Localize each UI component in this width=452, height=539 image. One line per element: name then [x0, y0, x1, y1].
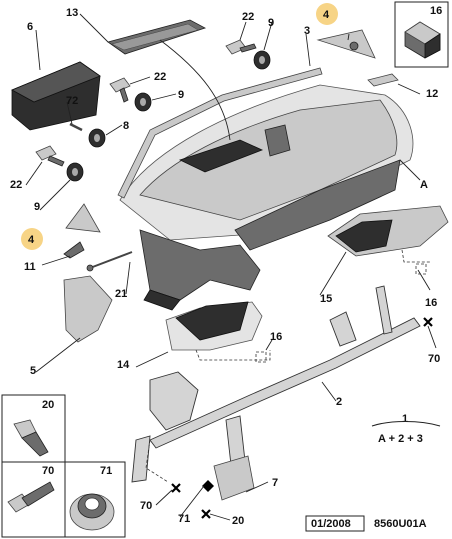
corner-trim-4-left	[65, 203, 101, 233]
marker-70-cross-lower	[171, 483, 181, 493]
callout-22-top: 22	[242, 11, 254, 23]
cross-car-beam-2	[131, 285, 421, 501]
inset-box-20: 20	[1, 394, 66, 463]
glovebox-14	[165, 301, 263, 351]
callout-16-lower: 16	[270, 331, 282, 343]
windshield-trim-strip	[117, 67, 323, 199]
callout-6: 6	[27, 21, 33, 33]
pin-72	[69, 122, 83, 132]
callout-5: 5	[30, 365, 36, 377]
fastener-16-icon	[404, 21, 441, 59]
marker-71-diamond	[202, 480, 214, 492]
callout-4-top: 4	[323, 9, 330, 21]
bushing-9-top	[253, 50, 271, 70]
screw-22-lower	[35, 145, 65, 167]
callout-15: 15	[320, 293, 332, 305]
callout-16-glovebox: 16	[425, 297, 437, 309]
side-panel-5	[63, 275, 113, 343]
storage-bin-6	[11, 61, 101, 131]
callout-14: 14	[117, 359, 130, 371]
lower-support-structure	[139, 229, 261, 311]
marker-20-cross	[201, 509, 211, 519]
callout-A: A	[420, 179, 428, 191]
trim-11	[63, 241, 85, 259]
footer-code: 8560U01A	[374, 518, 427, 530]
callout-20-inset: 20	[42, 399, 54, 411]
callout-9-middle: 9	[178, 89, 184, 101]
callout-16-inset: 16	[430, 5, 442, 17]
screw-22-top	[225, 39, 257, 55]
callout-22-middle: 22	[154, 71, 166, 83]
dashboard-body	[119, 84, 414, 251]
highlight-4-top	[316, 3, 338, 25]
inset-box-16: 16	[394, 1, 449, 68]
callout-71-inset: 71	[100, 465, 112, 477]
bushing-9-middle	[134, 92, 152, 112]
callout-70-right: 70	[428, 353, 440, 365]
callout-2: 2	[336, 396, 342, 408]
screw-20-icon	[13, 419, 49, 457]
callout-70-inset: 70	[42, 465, 54, 477]
callout-labels: 13 22 9 3 4 6 22 9 12 72 8 22 9 A 4 11 2…	[10, 7, 440, 527]
callout-9-top: 9	[268, 17, 274, 29]
glovebox-housing-15	[327, 205, 449, 257]
leader-lines	[25, 13, 437, 521]
marker-70-cross-right	[423, 317, 433, 327]
corner-trim-4-top	[316, 29, 376, 59]
formula-top: 1	[402, 413, 408, 425]
footer-date: 01/2008	[311, 518, 351, 530]
callout-8: 8	[123, 120, 129, 132]
callout-9-lower: 9	[34, 201, 40, 213]
callout-71-lower: 71	[178, 513, 190, 525]
callout-7: 7	[272, 477, 278, 489]
callout-3: 3	[304, 25, 310, 37]
nut-71-icon	[69, 493, 115, 531]
callout-70-lower: 70	[140, 500, 152, 512]
callout-11: 11	[24, 261, 36, 273]
inset-box-70: 70	[1, 461, 66, 538]
footer: 01/2008 8560U01A	[305, 515, 427, 532]
callout-20-lower: 20	[232, 515, 244, 527]
callout-4-left: 4	[28, 234, 35, 246]
screw-22-middle	[109, 77, 131, 103]
callout-13: 13	[66, 7, 78, 19]
pin-21	[89, 251, 133, 269]
highlight-4-left	[21, 228, 43, 250]
assembly-formula: 1 A + 2 + 3	[371, 413, 441, 445]
bushing-9-lower	[66, 162, 84, 182]
callout-12: 12	[426, 88, 438, 100]
inset-box-71: 71	[64, 461, 126, 538]
callout-21: 21	[115, 288, 127, 300]
cover-12	[367, 73, 399, 87]
defrost-vent-13	[107, 19, 207, 55]
clip-8	[88, 128, 106, 148]
formula-bottom: A + 2 + 3	[378, 433, 423, 445]
callout-22-lower: 22	[10, 179, 22, 191]
screw-70-icon	[7, 481, 55, 513]
dashed-references	[145, 249, 430, 483]
callout-72: 72	[66, 95, 78, 107]
